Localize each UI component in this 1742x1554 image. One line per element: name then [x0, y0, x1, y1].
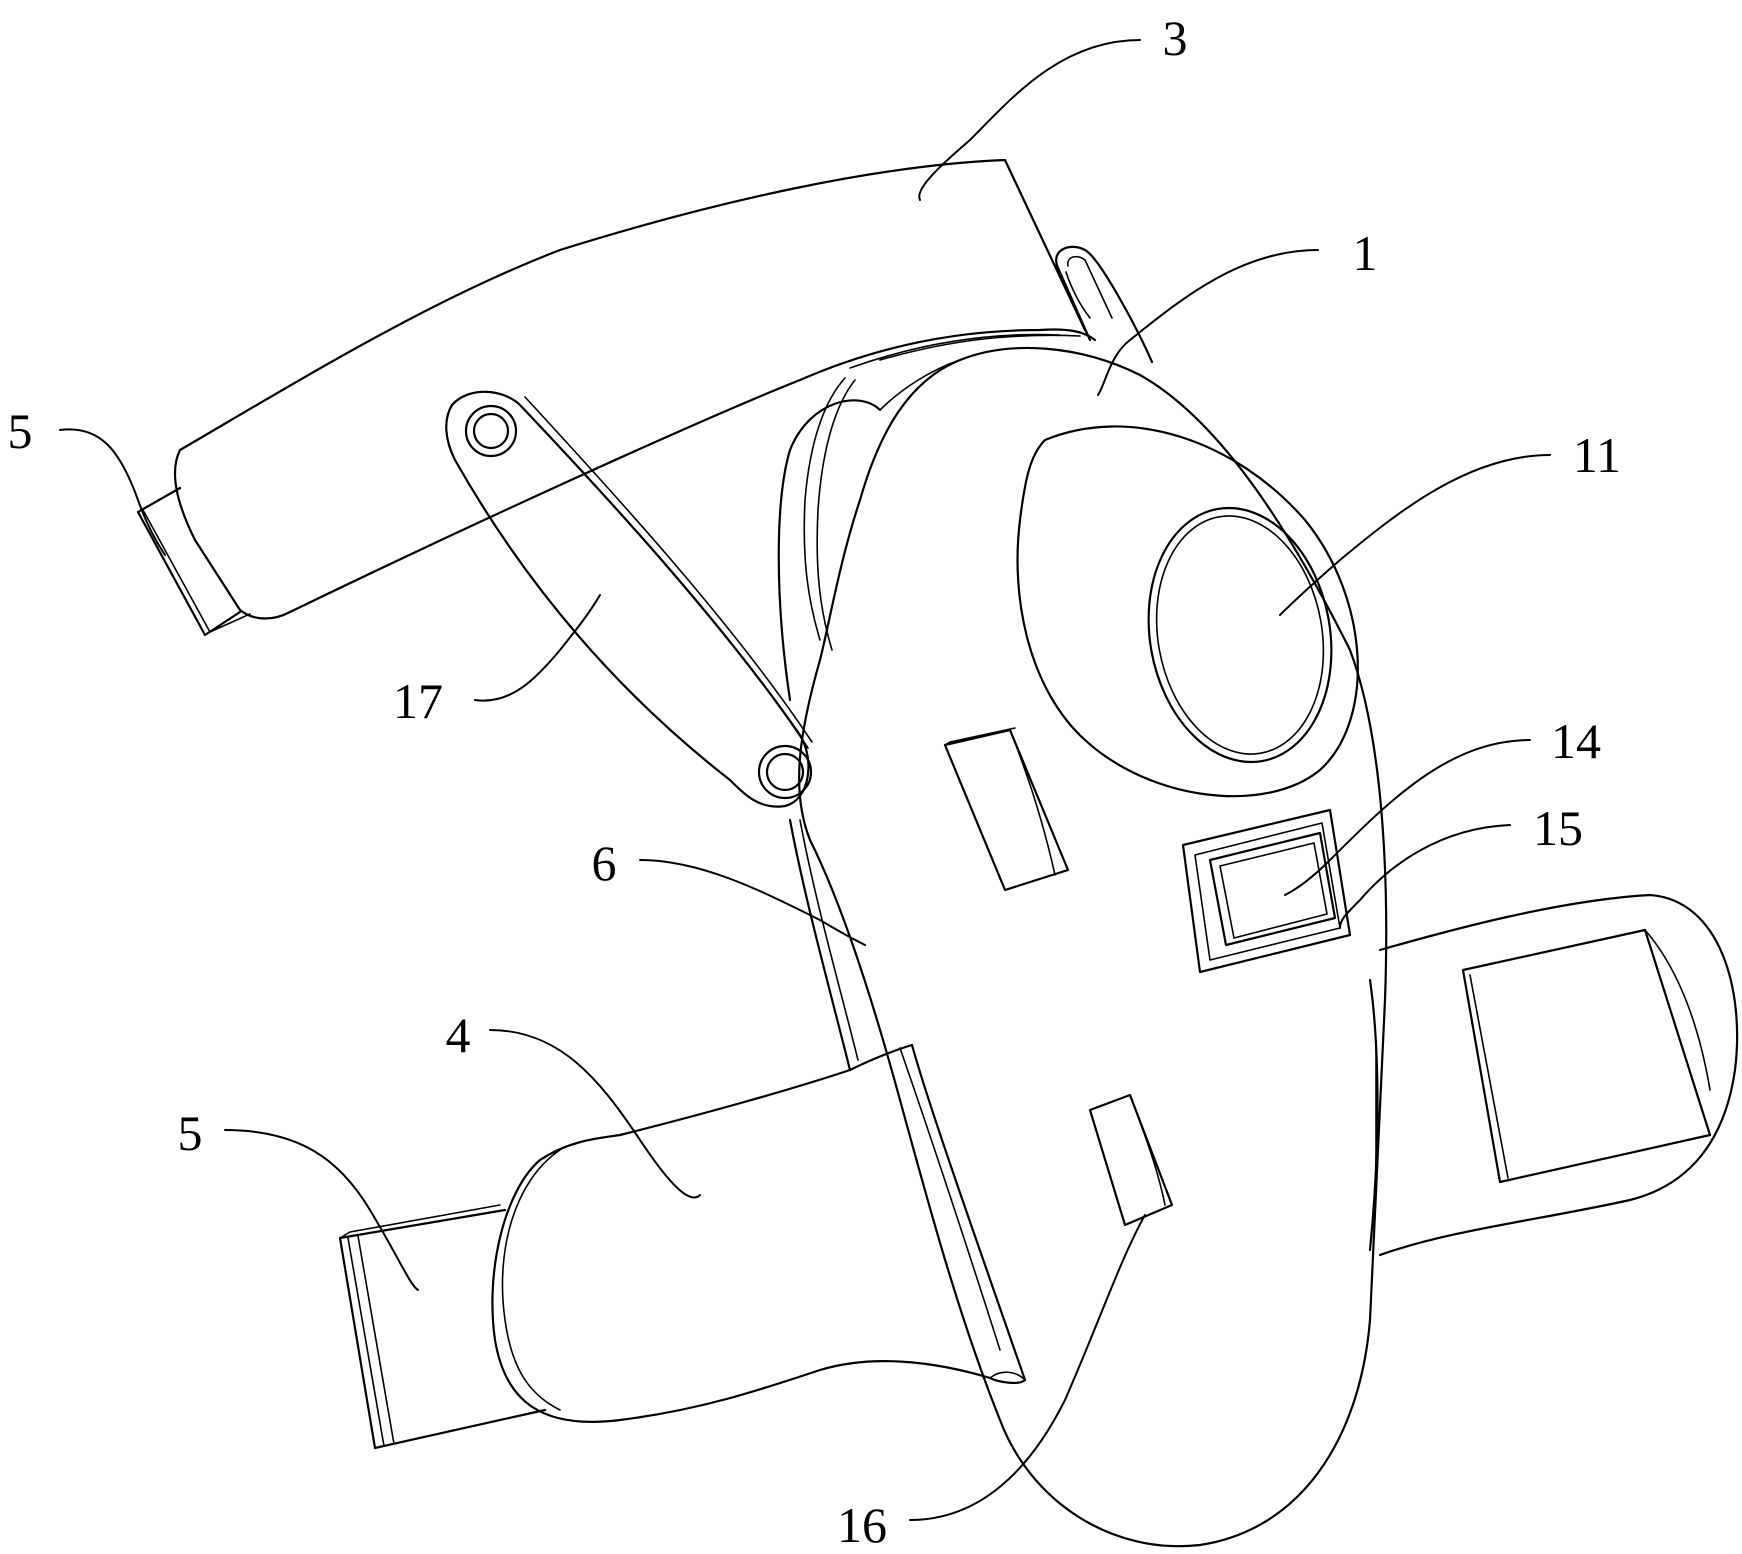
lower-strap [492, 1045, 1025, 1422]
upper-end-pad [138, 488, 250, 635]
upper-strap [175, 160, 1095, 619]
leader-3 [919, 40, 1140, 200]
dial [1018, 426, 1358, 796]
label-5-bottom: 5 [178, 1105, 203, 1161]
display-window [1183, 810, 1350, 972]
leader-6 [640, 860, 865, 945]
lower-end-pad [340, 1205, 545, 1448]
right-strap [1380, 895, 1737, 1255]
label-17: 17 [393, 673, 443, 729]
leader-1 [1098, 250, 1318, 395]
hinge-body [779, 348, 1386, 1546]
label-15: 15 [1533, 800, 1583, 856]
label-6: 6 [592, 835, 617, 891]
leader-5-bottom [225, 1130, 418, 1290]
label-5-top: 5 [8, 403, 33, 459]
leader-4 [490, 1030, 700, 1198]
label-11: 11 [1573, 427, 1621, 483]
label-16: 16 [837, 1497, 887, 1553]
leader-lines [60, 40, 1550, 1520]
label-4: 4 [446, 1007, 471, 1063]
upper-hinge-tab [1056, 247, 1152, 362]
label-1: 1 [1353, 225, 1378, 281]
leader-17 [475, 595, 600, 701]
leader-15 [1340, 825, 1510, 928]
label-3: 3 [1163, 10, 1188, 66]
lower-slot [1090, 1095, 1172, 1225]
label-14: 14 [1551, 713, 1601, 769]
upper-slot [945, 728, 1068, 890]
leader-5-top [60, 429, 165, 555]
leader-14 [1285, 740, 1530, 895]
